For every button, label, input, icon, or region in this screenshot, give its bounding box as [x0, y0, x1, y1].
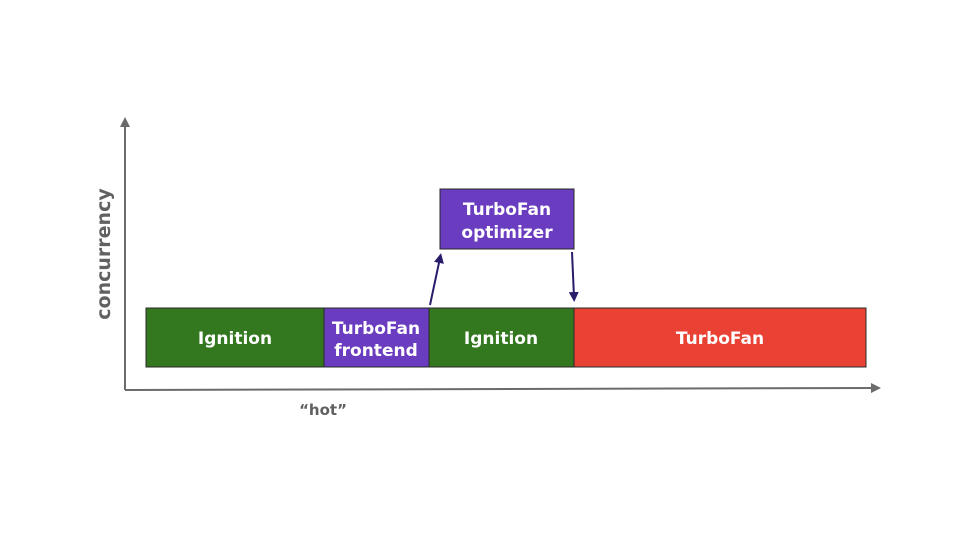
- turbofan-frontend-label: TurboFan: [332, 319, 420, 339]
- turbofan-optimizer-block: [439, 188, 575, 250]
- hot-annotation: “hot”: [299, 401, 347, 419]
- arrow-from-optimizer: [568, 251, 579, 302]
- arrow-to-optimizer: [429, 253, 444, 306]
- y-axis-label: concurrency: [93, 188, 115, 320]
- turbofan-frontend-label-line2: frontend: [334, 341, 418, 361]
- ignition-block-2-label: Ignition: [464, 329, 538, 349]
- turbofan-optimizer-label: TurboFan: [463, 200, 551, 220]
- ignition-block-1: [145, 307, 325, 368]
- turbofan-frontend-block: [323, 307, 430, 368]
- turbofan-block: [573, 307, 867, 368]
- ignition-block-1-label: Ignition: [198, 329, 272, 349]
- turbofan-optimizer-label-line2: optimizer: [461, 223, 553, 243]
- ignition-block-2: [428, 307, 575, 368]
- turbofan-block-label: TurboFan: [676, 329, 764, 349]
- x-axis: [124, 383, 881, 394]
